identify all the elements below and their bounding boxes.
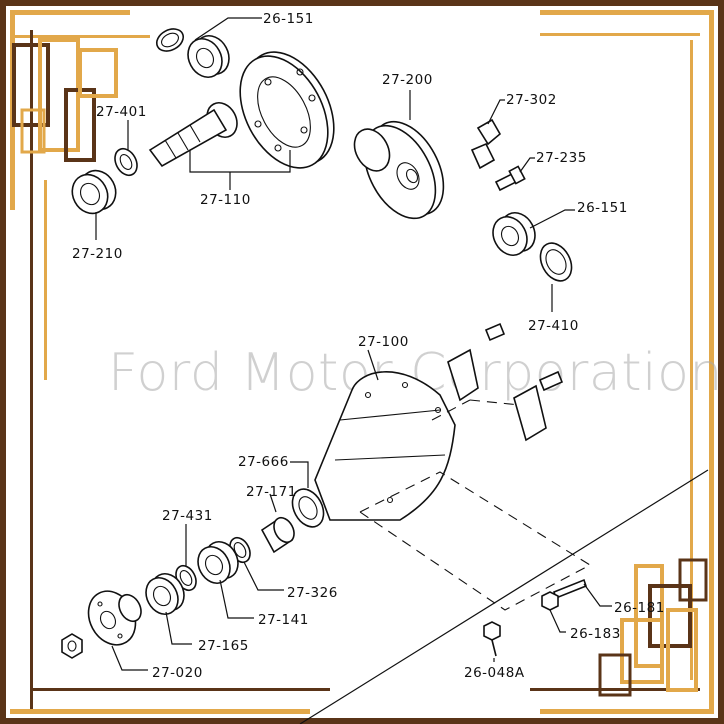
label-27-401: 27-401 [96,104,147,120]
part-bearing-141 [197,541,239,584]
part-bearing-caps [447,322,564,442]
label-27-100: 27-100 [358,334,409,350]
label-26-183: 26-183 [570,626,621,642]
label-27-666: 27-666 [238,454,289,470]
part-spacer [114,147,138,177]
label-27-020: 27-020 [152,665,203,681]
label-27-110: 27-110 [200,192,251,208]
part-pinion [148,102,238,168]
part-seal-165 [145,573,185,615]
part-bearing-mid [492,212,536,256]
part-flange-020 [87,590,142,646]
label-27-326: 27-326 [287,585,338,601]
part-bearing-top [187,35,230,78]
label-27-165: 27-165 [198,638,249,654]
part-lock-302 [470,118,502,170]
part-seal-410 [539,242,573,282]
part-seal-666 [291,488,325,528]
part-nut-183 [541,591,559,611]
part-carrier-housing [314,371,456,521]
label-26-151-top: 26-151 [263,11,314,27]
label-27-410: 27-410 [528,318,579,334]
part-pan-outline [358,399,592,611]
label-27-431: 27-431 [162,508,213,524]
part-bolt-235 [494,165,526,192]
part-bolt-048a [483,621,501,657]
part-sleeve-171 [260,516,295,554]
label-26-151-mid: 26-151 [577,200,628,216]
part-ring-gear [239,51,335,169]
leader-lines [95,17,612,671]
part-nut [61,633,83,659]
label-27-210: 27-210 [72,246,123,262]
label-27-171: 27-171 [246,484,297,500]
label-27-235: 27-235 [536,150,587,166]
page-edge-line [299,469,709,724]
label-26-181: 26-181 [614,600,665,616]
label-27-302: 27-302 [506,92,557,108]
label-27-141: 27-141 [258,612,309,628]
label-27-200: 27-200 [382,72,433,88]
callout-labels: 26-151 27-401 27-110 27-210 27-200 27-30… [72,11,665,681]
label-26-048a: 26-048A [464,665,525,681]
part-diff-case [353,120,445,220]
part-seal-top [155,28,185,52]
part-bearing-210 [71,169,117,215]
